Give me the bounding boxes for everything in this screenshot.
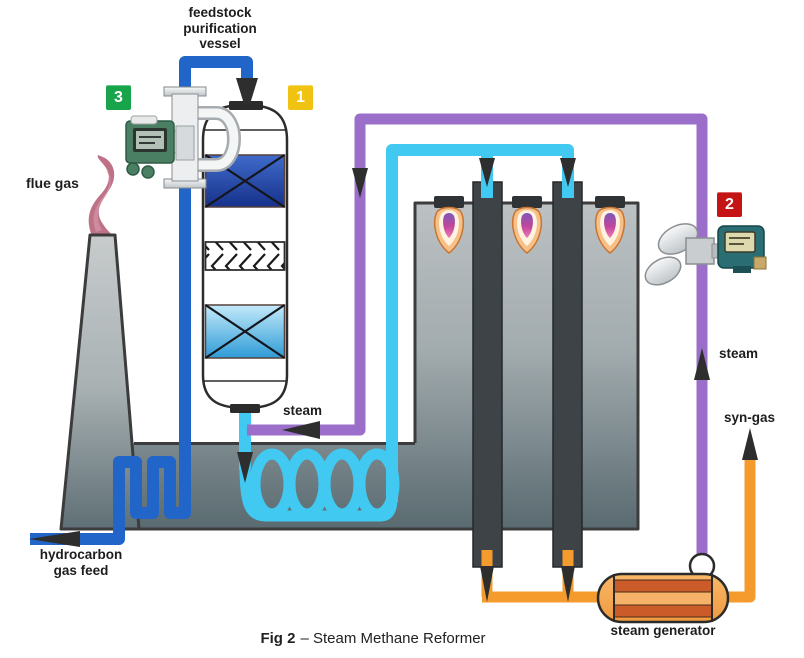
- flow-arrow: [282, 421, 320, 439]
- feedstock-vessel-label: feedstock purification vessel: [183, 5, 257, 52]
- burner-flames: [434, 196, 625, 254]
- steam-riser-label: steam: [719, 346, 759, 361]
- flow-arrow: [694, 348, 710, 380]
- flue-stack-icon: [59, 233, 141, 531]
- hydrocarbon-feed-pipe: [30, 56, 253, 545]
- steam-mix-label: steam: [283, 403, 323, 418]
- figure-caption: Fig 2– Steam Methane Reformer: [170, 630, 576, 647]
- burner-flame-icon: [434, 196, 464, 254]
- badge-2: 2: [717, 192, 742, 217]
- flow-transmitter-icon: [125, 86, 241, 189]
- flow-arrow: [479, 158, 495, 187]
- flue-gas-label: flue gas: [26, 175, 79, 191]
- steam-transmitter-icon: [644, 223, 767, 286]
- caption-title: – Steam Methane Reformer: [300, 630, 486, 647]
- syn-gas-label: syn-gas: [724, 410, 776, 425]
- burner-flame-icon: [512, 196, 542, 254]
- reformer-furnace: [61, 201, 640, 531]
- flue-gas-smoke-icon: [88, 155, 115, 236]
- catalyst-bed-bottom: [204, 304, 286, 359]
- flow-arrows: [29, 78, 758, 602]
- vessel-bottom-nozzle: [230, 404, 260, 413]
- caption-figure-number: Fig 2: [260, 630, 296, 647]
- reformer-tubes: [472, 181, 583, 568]
- flow-arrow: [237, 452, 253, 483]
- badge-1: 1: [288, 85, 313, 110]
- flow-arrow: [236, 78, 258, 104]
- vessel-top-nozzle: [229, 101, 263, 110]
- flow-arrow: [352, 168, 368, 198]
- flow-arrow: [742, 428, 758, 460]
- steam-generator-label: steam generator: [610, 623, 716, 638]
- steam-generator-icon: [596, 552, 730, 624]
- flow-arrow: [480, 566, 494, 602]
- distributor-band: [204, 241, 286, 271]
- reformer-tube-icon: [552, 181, 583, 568]
- hydrocarbon-feed-label: hydrocarbon gas feed: [39, 547, 123, 578]
- purification-vessel-icon: [201, 101, 289, 413]
- badge-3: 3: [106, 85, 131, 110]
- flow-arrow: [560, 158, 576, 187]
- flow-arrow: [29, 531, 80, 547]
- reformer-tube-icon: [472, 181, 503, 568]
- burner-flame-icon: [595, 196, 625, 254]
- flow-arrow: [561, 566, 575, 602]
